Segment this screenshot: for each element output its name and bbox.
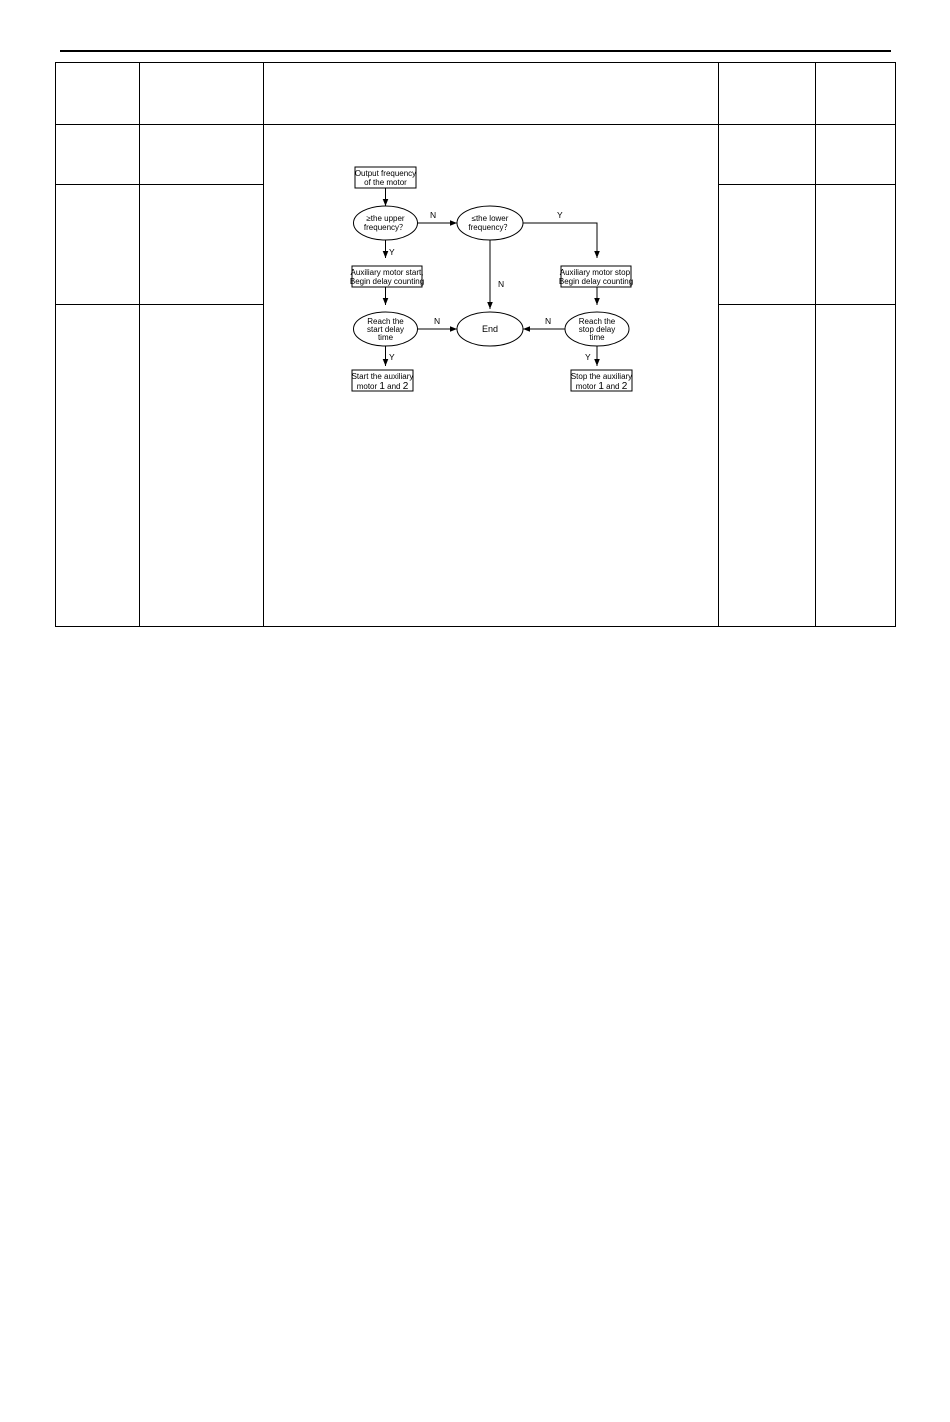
aux-stop-line2: Begin delay counting [559,277,633,286]
table-cell [55,124,140,185]
start-aux-line2: motor 1 and 2 [357,381,409,392]
stop-delay-line3: time [589,333,605,342]
edge-label-no: N [498,279,504,289]
table-cell [815,124,896,185]
aux-stop-line1: Auxiliary motor stop, [560,268,632,277]
lower-check-line2: frequency？ [468,223,511,232]
start-delay-line1: Reach the [367,317,404,326]
output-frequency-line1: Output frequency [355,169,416,178]
aux-start-line2: Begin delay counting [350,277,424,286]
flowchart-cell: Output frequency of the motor ≥the upper… [263,124,719,627]
table-row: Output frequency of the motor ≥the upper… [55,124,896,627]
output-frequency-line2: of the motor [364,178,407,187]
header-cell-3 [263,62,719,125]
upper-check-line1: ≥the upper [366,214,405,223]
start-delay-decision: Reach the start delay time [353,311,418,347]
table-cell [815,184,896,305]
table-row [55,304,896,627]
edge-label-yes: Y [585,352,591,362]
table-cell [139,124,264,185]
upper-check-line2: frequency？ [364,223,407,232]
edge-label-yes: Y [389,247,395,257]
aux-motor-stop-node: Auxiliary motor stop, Begin delay counti… [559,265,633,288]
lower-frequency-decision: ≤the lower frequency？ [456,205,524,241]
aux-start-line1: Auxiliary motor start, [351,268,424,277]
edge-label-no: N [430,210,436,220]
aux-motor-start-node: Auxiliary motor start, Begin delay count… [350,265,424,288]
table-cell [139,304,264,627]
stop-delay-line2: stop delay [579,325,615,334]
table-cell [815,304,896,627]
stop-delay-decision: Reach the stop delay time [564,311,630,347]
start-aux-motor-node: Start the auxiliary motor 1 and 2 [351,369,414,392]
stop-aux-line1: Stop the auxiliary [571,372,632,381]
table-cell [718,184,816,305]
table-cell [718,124,816,185]
lower-check-line1: ≤the lower [472,214,509,223]
table-cell [55,184,140,305]
table-cell [55,304,140,627]
upper-frequency-decision: ≥the upper frequency？ [353,205,418,241]
edge-label-yes: Y [557,210,563,220]
table-cell [139,184,264,305]
start-delay-line2: start delay [367,325,404,334]
flowchart: Output frequency of the motor ≥the upper… [350,166,633,392]
header-rule [60,50,891,52]
start-aux-line1: Start the auxiliary [352,372,414,381]
edge-label-no: N [434,316,440,326]
stop-delay-line1: Reach the [579,317,616,326]
header-cell-1 [55,62,140,125]
table-row [55,184,896,305]
end-label: End [482,324,498,334]
output-frequency-node: Output frequency of the motor [354,166,417,189]
table-cell [718,304,816,627]
edge-label-no: N [545,316,551,326]
table-header-row [55,62,896,125]
stop-aux-line2: motor 1 and 2 [576,381,628,392]
header-cell-2 [139,62,264,125]
edge-label-yes: Y [389,352,395,362]
header-cell-5 [815,62,896,125]
parameter-table: Output frequency of the motor ≥the upper… [55,62,896,627]
stop-aux-motor-node: Stop the auxiliary motor 1 and 2 [570,369,633,392]
start-delay-line3: time [378,333,394,342]
end-node: End [456,311,524,347]
header-cell-4 [718,62,816,125]
